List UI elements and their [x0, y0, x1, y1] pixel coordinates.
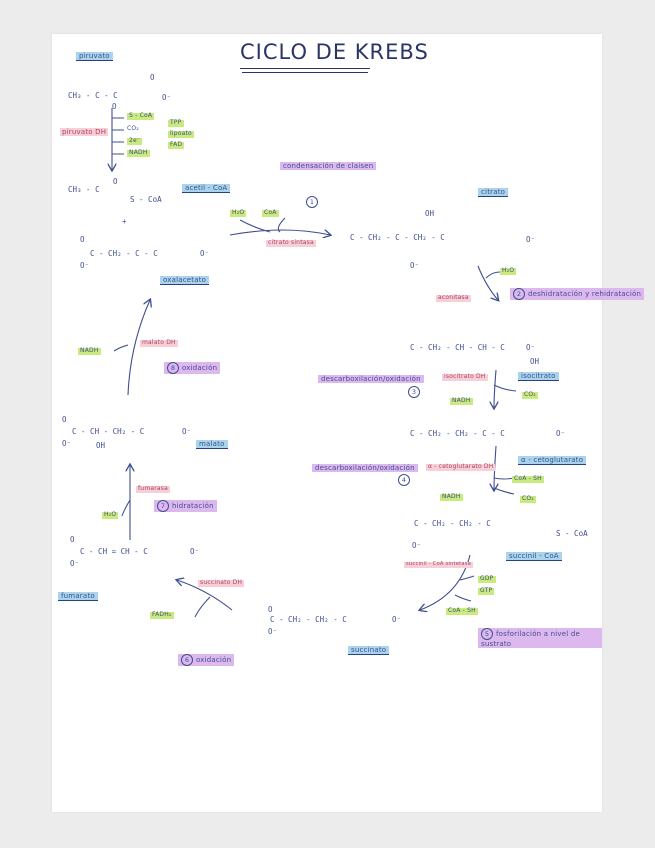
- succinato-structure: C - CH₂ - CH₂ - C: [270, 615, 347, 624]
- pdh-cofactor-3: FAD: [168, 141, 185, 149]
- aketo-o: O⁻: [556, 429, 566, 438]
- pyr-o3: O⁻: [162, 93, 172, 102]
- succinato-o2: O⁻: [268, 627, 278, 636]
- label-fumarato: fumarato: [58, 592, 98, 602]
- label-citrato: citrato: [478, 188, 509, 198]
- label-succinil-coa: succinil - CoA: [506, 552, 562, 562]
- step4-enzyme: α - cetoglutarato DH: [426, 463, 496, 471]
- label-a-cetoglutarato: α - cetoglutarato: [518, 456, 587, 466]
- step5-gdp: GDP: [478, 575, 496, 583]
- pdh-cofactor-1: TPP: [168, 119, 184, 127]
- step2-enzyme: aconitasa: [436, 294, 471, 302]
- label-malato: malato: [196, 440, 228, 450]
- step3-name: descarboxilación/oxidación: [318, 375, 424, 384]
- step1-input-h2o: H₂O: [230, 209, 247, 217]
- succinato-o3: O⁻: [392, 615, 402, 624]
- step4-co2: CO₂: [520, 495, 536, 503]
- pdh-product-4: NADH: [127, 149, 150, 157]
- step3-enzyme: isocitrato DH: [442, 373, 488, 381]
- label-acetil-coa: acetil - CoA: [182, 184, 231, 194]
- fumarato-o2: O⁻: [70, 559, 80, 568]
- pdh-product-2: CO₂: [127, 125, 139, 132]
- step8-enzyme: malato DH: [140, 339, 178, 347]
- title-underline: [240, 68, 370, 69]
- malato-structure: C - CH - CH₂ - C: [72, 427, 145, 436]
- pyr-structure: CH₃ - C - C: [68, 91, 118, 100]
- pyr-o1: O: [150, 73, 155, 82]
- label-succinato: succinato: [348, 646, 390, 656]
- step2-input-h2o: H₂O: [500, 267, 517, 275]
- step5-gtp: GTP: [478, 587, 495, 595]
- step4-coash: CoA - SH: [512, 475, 544, 483]
- step3-nadh: NADH: [450, 397, 473, 405]
- acetyl-s: S - CoA: [130, 195, 162, 204]
- malato-oh: OH: [96, 441, 106, 450]
- acetyl-structure: CH₃ - C: [68, 185, 100, 194]
- step1-name: condensación de claisen: [280, 162, 377, 171]
- pdh-product-3: 2e⁻: [127, 137, 143, 145]
- aketo-structure: C - CH₂ - CH₂ - C - C: [410, 429, 505, 438]
- step7-h2o: H₂O: [102, 511, 119, 519]
- step5-enzyme: succinil - CoA sintetasa: [404, 561, 474, 568]
- step8-nadh: NADH: [78, 347, 101, 355]
- step8-arrow: [127, 300, 150, 396]
- succoa-o: O⁻: [412, 541, 422, 550]
- citrato-structure: C - CH₂ - C - CH₂ - C: [350, 233, 445, 242]
- page-title: CICLO DE KREBS: [240, 40, 429, 64]
- fumarato-structure: C - CH = CH - C: [80, 547, 148, 556]
- malato-o2: O⁻: [62, 439, 72, 448]
- fumarato-o3: O⁻: [190, 547, 200, 556]
- oxal-structure: C - CH₂ - C - C: [90, 249, 158, 258]
- label-oxalacetato: oxalacetato: [160, 276, 210, 286]
- step7-enzyme: fumarasa: [136, 485, 170, 493]
- step2-arrow: [477, 265, 498, 300]
- succoa-structure: C - CH₂ - CH₂ - C: [414, 519, 491, 528]
- acetyl-o: O: [113, 177, 118, 186]
- isocitrato-o: O⁻: [526, 343, 536, 352]
- malato-o3: O⁻: [182, 427, 192, 436]
- pdh-product-1: S - CoA: [127, 112, 155, 120]
- step6-arrow: [177, 580, 233, 611]
- step6-enzyme: succinato DH: [198, 579, 245, 587]
- citrato-o2: O⁻: [410, 261, 420, 270]
- succinato-o1: O: [268, 605, 273, 614]
- oxal-o2: O⁻: [80, 261, 90, 270]
- malato-o1: O: [62, 415, 67, 424]
- step1-number: 1: [306, 196, 321, 208]
- step1-enzyme: citrato sintasa: [266, 239, 316, 247]
- pyr-o2: O: [112, 102, 117, 111]
- plus-sign: +: [122, 217, 127, 226]
- isocitrato-oh: OH: [530, 357, 540, 366]
- step3-arrow: [494, 369, 496, 408]
- step3-co2: CO₂: [522, 391, 538, 399]
- label-piruvato: piruvato: [76, 52, 113, 62]
- step1-input-coa: CoA: [262, 209, 279, 217]
- fumarato-o1: O: [70, 535, 75, 544]
- citrato-o1: O⁻: [526, 235, 536, 244]
- oxal-o3: O⁻: [200, 249, 210, 258]
- step3-number: 3: [408, 386, 423, 398]
- pdh-cofactor-2: lipoato: [168, 130, 194, 138]
- succoa-s: S - CoA: [556, 529, 588, 538]
- pdh-enzyme: piruvato DH: [60, 128, 109, 137]
- title-underline-2: [242, 72, 368, 73]
- oxal-o1: O: [80, 235, 85, 244]
- step6-fadh2: FADH₂: [150, 611, 174, 619]
- citrato-oh: OH: [425, 209, 435, 218]
- step4-nadh: NADH: [440, 493, 463, 501]
- step4-arrow: [494, 445, 496, 490]
- step4-number: 4: [398, 474, 413, 486]
- isocitrato-structure: C - CH₂ - CH - CH - C: [410, 343, 505, 352]
- step4-name: descarboxilación/oxidación: [312, 464, 418, 473]
- step1-arrow: [229, 230, 330, 235]
- label-isocitrato: isocitrato: [518, 372, 559, 382]
- step5-coash: CoA - SH: [446, 607, 478, 615]
